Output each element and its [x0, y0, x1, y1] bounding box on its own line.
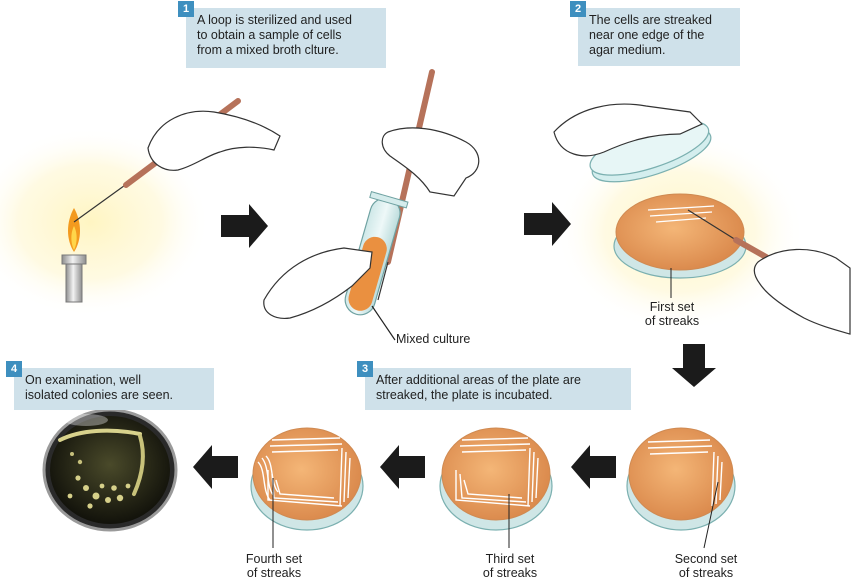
arrow-right-1: [221, 204, 268, 248]
agar-plate-second: [627, 428, 735, 530]
hand-top: [382, 128, 479, 196]
first-set-label: First set of streaks: [632, 300, 712, 328]
step-1-badge: 1: [178, 1, 194, 17]
step-2-text: The cells are streaked near one edge of …: [589, 13, 730, 58]
step-3-badge: 3: [357, 361, 373, 377]
hand-1: [148, 111, 280, 170]
mixed-culture-label: Mixed culture: [396, 332, 470, 346]
step-3-callout: 3 After additional areas of the plate ar…: [365, 368, 631, 410]
step-1-text: A loop is sterilized and used to obtain …: [197, 13, 376, 58]
hand-2: [754, 249, 850, 334]
step-1-callout: 1 A loop is sterilized and used to obtai…: [186, 8, 386, 68]
arrow-left-2: [380, 445, 425, 489]
arrow-left-1: [571, 445, 616, 489]
third-set-label: Third set of streaks: [470, 552, 550, 580]
second-set-label: Second set of streaks: [664, 552, 748, 580]
agar-plate-1: [614, 194, 746, 278]
fourth-set-label: Fourth set of streaks: [234, 552, 314, 580]
arrow-left-3: [193, 445, 238, 489]
arrow-down: [672, 344, 716, 387]
agar-plate-fourth: [251, 428, 363, 530]
agar-plate-third: [440, 428, 552, 530]
step-2-callout: 2 The cells are streaked near one edge o…: [578, 8, 740, 66]
step-2-badge: 2: [570, 1, 586, 17]
step-3-text: After additional areas of the plate are …: [376, 373, 621, 403]
step-4-text: On examination, well isolated colonies a…: [25, 373, 204, 403]
step-4-callout: 4 On examination, well isolated colonies…: [14, 368, 214, 410]
step-4-badge: 4: [6, 361, 22, 377]
colony-plate-photo: [44, 410, 176, 530]
mixed-culture-pointer: [372, 306, 395, 340]
